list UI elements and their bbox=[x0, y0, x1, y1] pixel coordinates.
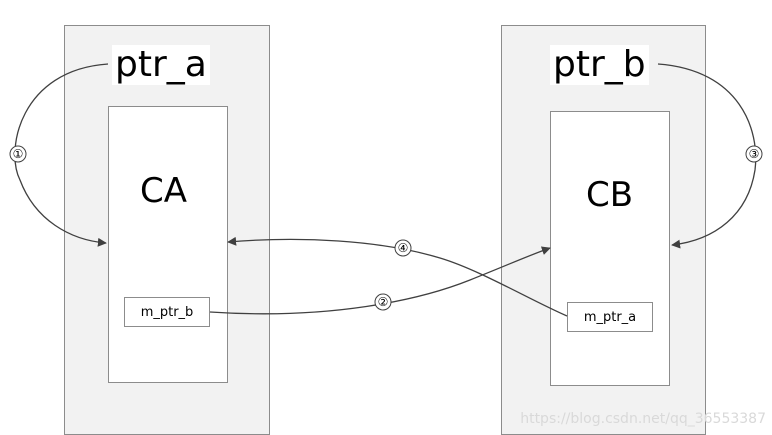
cb-object-label: CB bbox=[586, 175, 634, 215]
svg-text:①: ① bbox=[13, 147, 24, 161]
ptr-b-label: ptr_b bbox=[550, 45, 649, 85]
step-4-marker: ④ bbox=[394, 239, 412, 257]
m-ptr-a-field: m_ptr_a bbox=[567, 302, 653, 332]
arrow-2 bbox=[209, 246, 551, 315]
svg-text:②: ② bbox=[378, 295, 389, 309]
arrow-3 bbox=[657, 63, 757, 249]
ca-object-label: CA bbox=[140, 171, 187, 211]
cb-object-box bbox=[550, 111, 670, 386]
ca-object-box bbox=[108, 106, 228, 383]
step-1-marker: ① bbox=[9, 145, 27, 163]
m-ptr-b-field: m_ptr_b bbox=[124, 297, 210, 327]
step-2-marker: ② bbox=[374, 293, 392, 311]
arrow-1 bbox=[14, 63, 109, 247]
ptr-a-label: ptr_a bbox=[112, 45, 210, 85]
svg-text:④: ④ bbox=[398, 241, 409, 255]
arrow-4 bbox=[227, 236, 568, 317]
watermark: https://blog.csdn.net/qq_36553387 bbox=[520, 411, 766, 427]
svg-text:③: ③ bbox=[749, 147, 760, 161]
step-3-marker: ③ bbox=[745, 145, 763, 163]
